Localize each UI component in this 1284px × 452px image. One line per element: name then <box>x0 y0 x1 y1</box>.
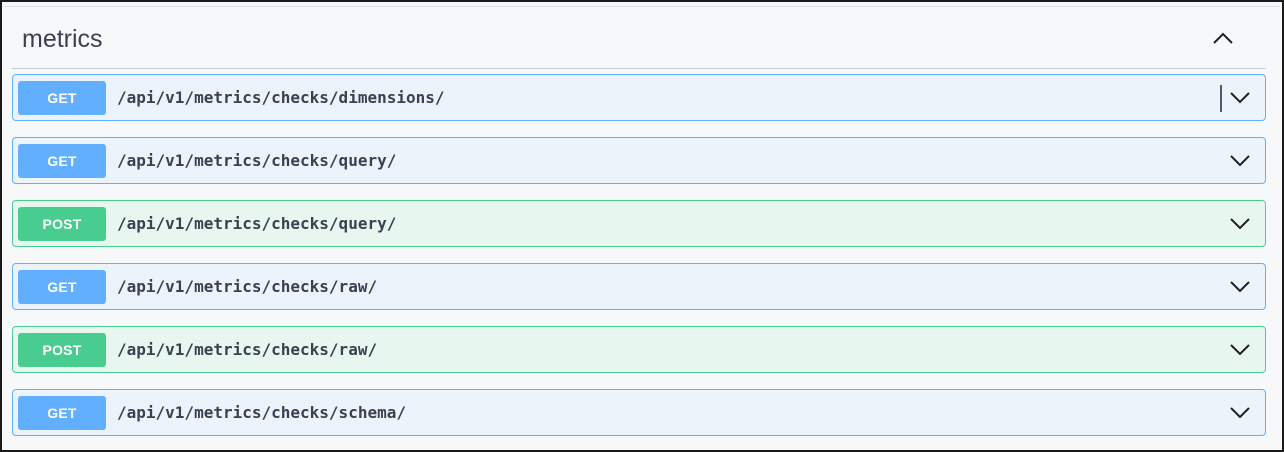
operations-list: GET /api/v1/metrics/checks/dimensions/ G… <box>12 74 1266 452</box>
operation-path: /api/v1/metrics/checks/raw/ <box>117 277 378 296</box>
chevron-down-icon[interactable] <box>1227 274 1253 300</box>
text-cursor <box>1220 85 1222 112</box>
method-badge: GET <box>18 395 106 430</box>
method-badge: GET <box>18 269 106 304</box>
chevron-down-icon[interactable] <box>1227 211 1253 237</box>
operation-path: /api/v1/metrics/checks/dimensions/ <box>117 88 445 107</box>
operation-post-raw[interactable]: POST /api/v1/metrics/checks/raw/ <box>12 326 1266 373</box>
section-title: metrics <box>22 24 103 53</box>
chevron-down-icon[interactable] <box>1227 337 1253 363</box>
divider <box>4 6 1280 7</box>
operation-get-query[interactable]: GET /api/v1/metrics/checks/query/ <box>12 137 1266 184</box>
operation-post-query[interactable]: POST /api/v1/metrics/checks/query/ <box>12 200 1266 247</box>
method-badge: GET <box>18 80 106 115</box>
operation-path: /api/v1/metrics/checks/query/ <box>117 151 397 170</box>
operation-path: /api/v1/metrics/checks/raw/ <box>117 340 378 359</box>
section-header-metrics[interactable]: metrics <box>12 8 1266 69</box>
operation-path: /api/v1/metrics/checks/schema/ <box>117 403 406 422</box>
chevron-down-icon[interactable] <box>1227 148 1253 174</box>
chevron-up-icon[interactable] <box>1208 23 1238 53</box>
chevron-down-icon[interactable] <box>1227 85 1253 111</box>
method-badge: POST <box>18 332 106 367</box>
operation-path: /api/v1/metrics/checks/query/ <box>117 214 397 233</box>
chevron-down-icon[interactable] <box>1227 400 1253 426</box>
operation-get-dimensions[interactable]: GET /api/v1/metrics/checks/dimensions/ <box>12 74 1266 121</box>
method-badge: GET <box>18 143 106 178</box>
operation-get-raw[interactable]: GET /api/v1/metrics/checks/raw/ <box>12 263 1266 310</box>
operation-get-schema[interactable]: GET /api/v1/metrics/checks/schema/ <box>12 389 1266 436</box>
method-badge: POST <box>18 206 106 241</box>
